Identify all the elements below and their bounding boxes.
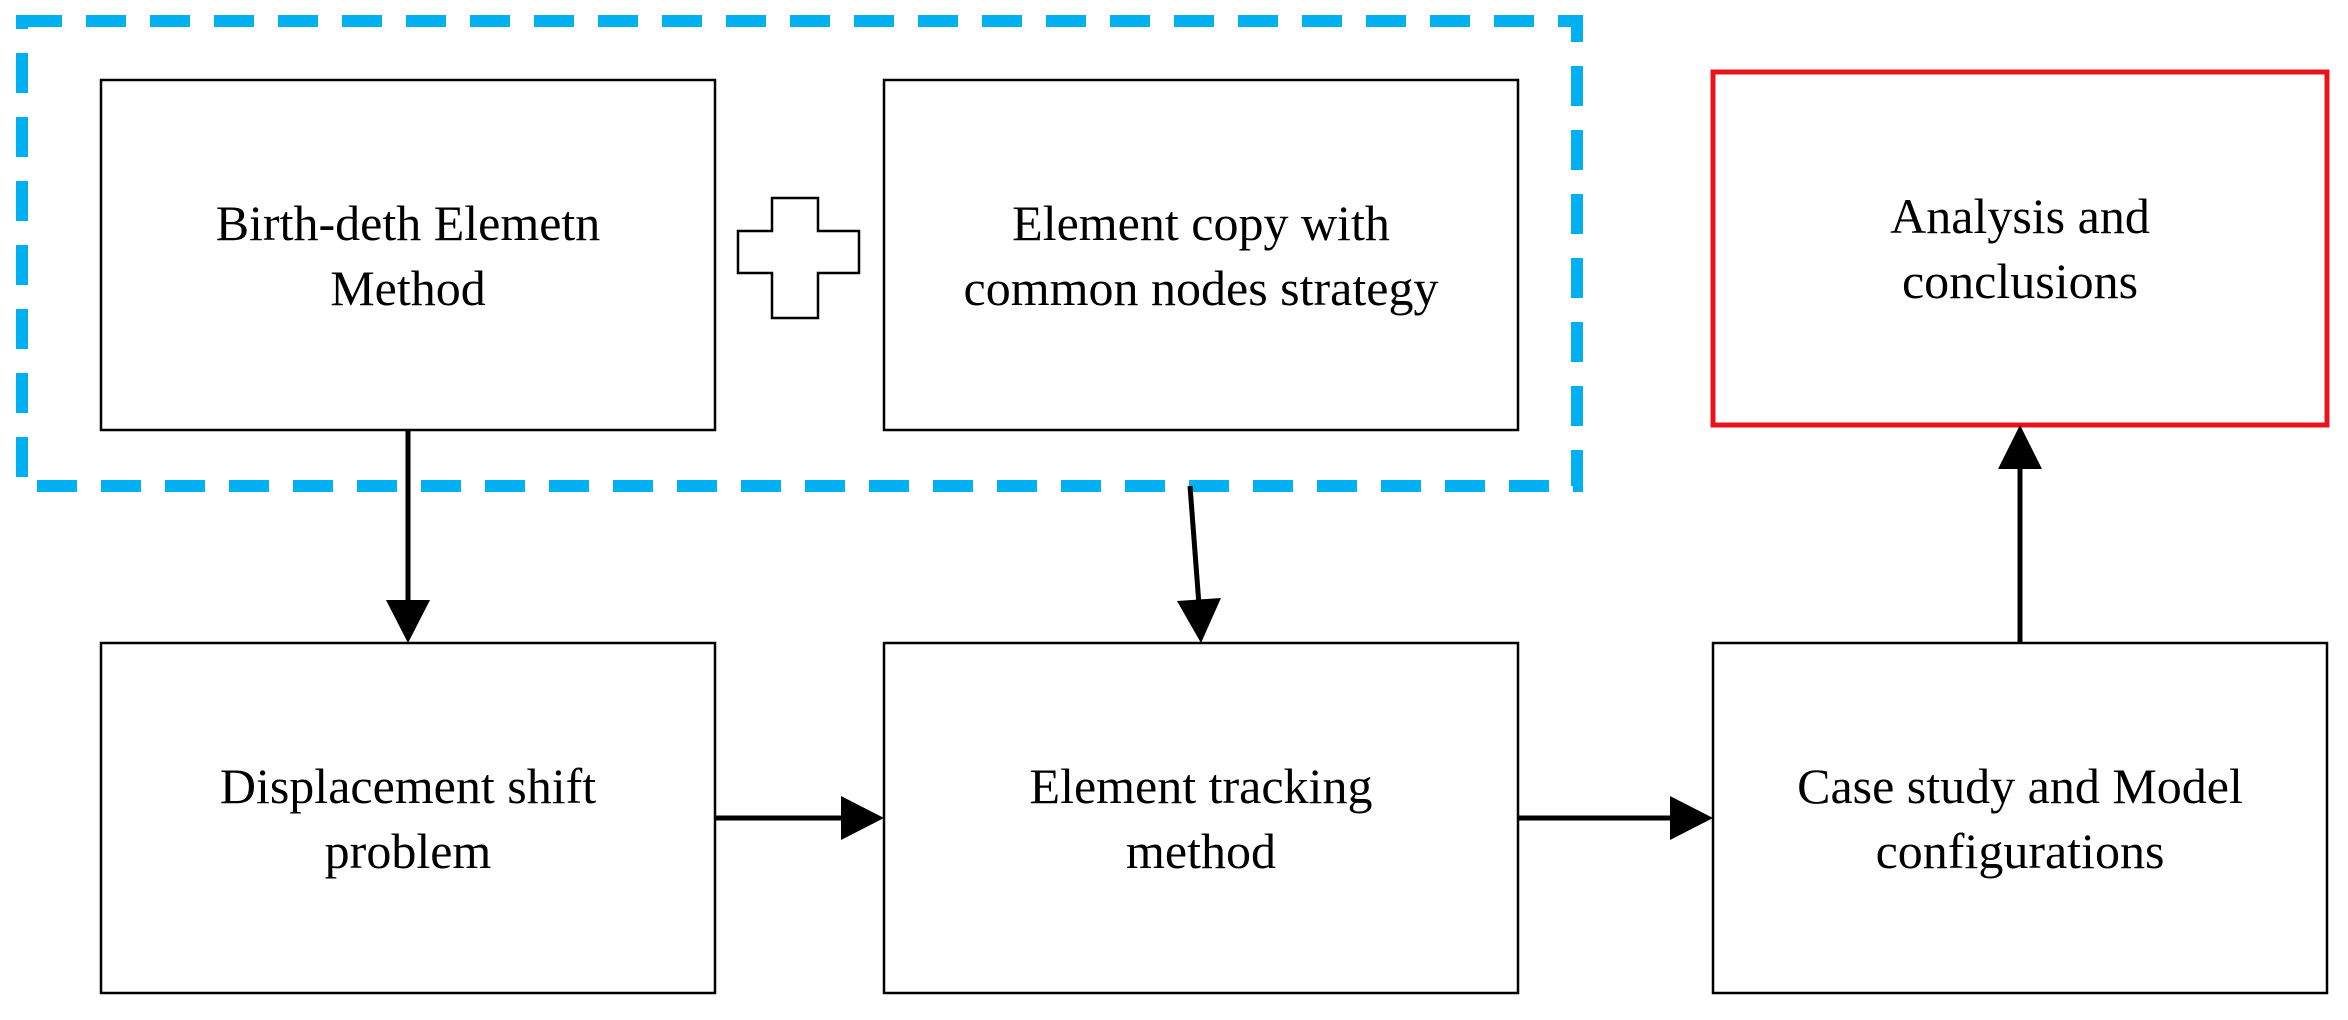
box-analysis-line-1: Analysis and	[1890, 188, 2150, 244]
arrow-group-to-tracking	[1177, 485, 1221, 643]
plus-icon	[736, 196, 861, 320]
box-element-copy-strategy: Element copy with common nodes strategy	[882, 78, 1520, 432]
box-birth-death-method: Birth-deth Elemetn Method	[99, 78, 717, 432]
box-analysis-conclusions: Analysis and conclusions	[1710, 69, 2330, 428]
box-case-study-line-1: Case study and Model	[1797, 758, 2243, 814]
method-group-outline	[16, 15, 1583, 492]
arrow-case-study-to-analysis	[1998, 425, 2042, 643]
box-displacement-line-1: Displacement shift	[220, 758, 596, 814]
arrow-tracking-to-case-study	[1518, 796, 1713, 840]
box-birth-death-line-2: Method	[330, 260, 486, 316]
box-element-copy-line-1: Element copy with	[1012, 195, 1390, 251]
box-tracking-line-1: Element tracking	[1030, 758, 1373, 814]
box-displacement-shift-problem: Displacement shift problem	[99, 641, 717, 995]
box-tracking-line-2: method	[1126, 823, 1276, 879]
box-element-tracking-method: Element tracking method	[882, 641, 1520, 995]
box-element-copy-line-2: common nodes strategy	[964, 260, 1439, 316]
box-birth-death-line-1: Birth-deth Elemetn	[216, 195, 601, 251]
arrow-birth-death-to-displacement	[386, 430, 430, 643]
arrow-displacement-to-tracking	[715, 796, 884, 840]
box-case-study-line-2: configurations	[1876, 823, 2165, 879]
box-case-study-model-configurations: Case study and Model configurations	[1711, 641, 2329, 995]
box-analysis-line-2: conclusions	[1902, 253, 2138, 309]
box-displacement-line-2: problem	[325, 823, 492, 879]
